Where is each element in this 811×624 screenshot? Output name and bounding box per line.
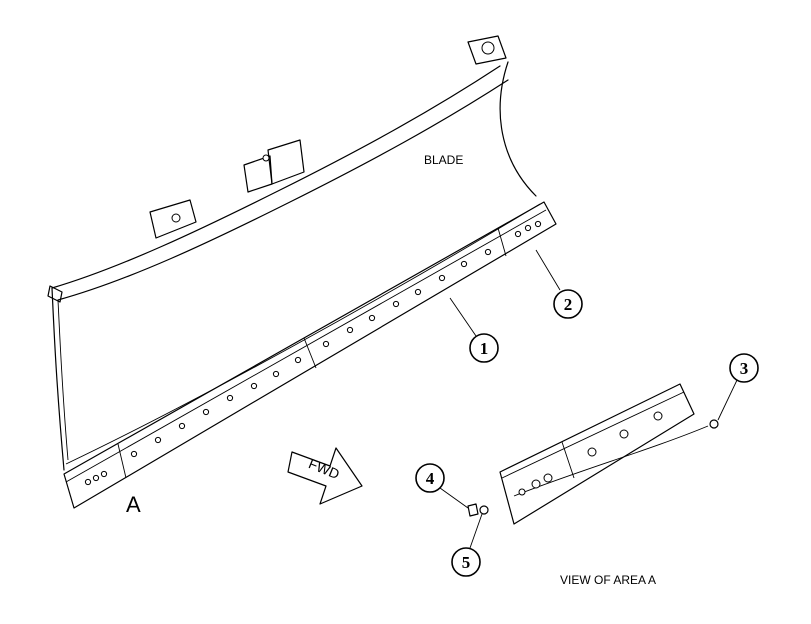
cutting-edge xyxy=(63,201,557,509)
callout-2: 2 xyxy=(553,289,583,319)
fwd-label: FWD xyxy=(306,455,342,482)
callout-3: 3 xyxy=(729,353,759,383)
detail-view xyxy=(467,383,719,525)
callout-5: 5 xyxy=(451,547,481,577)
svg-text:4: 4 xyxy=(426,469,435,488)
callout-1: 1 xyxy=(469,333,499,363)
svg-text:1: 1 xyxy=(480,339,489,358)
blade-body xyxy=(47,35,541,471)
view-label: VIEW OF AREA A xyxy=(560,573,656,587)
blade-label: BLADE xyxy=(424,153,463,167)
svg-text:2: 2 xyxy=(564,295,573,314)
fwd-arrow: FWD xyxy=(287,447,363,505)
area-a-label: A xyxy=(126,492,141,517)
svg-text:3: 3 xyxy=(740,359,749,378)
callout-4: 4 xyxy=(415,463,445,493)
svg-text:5: 5 xyxy=(462,553,471,572)
